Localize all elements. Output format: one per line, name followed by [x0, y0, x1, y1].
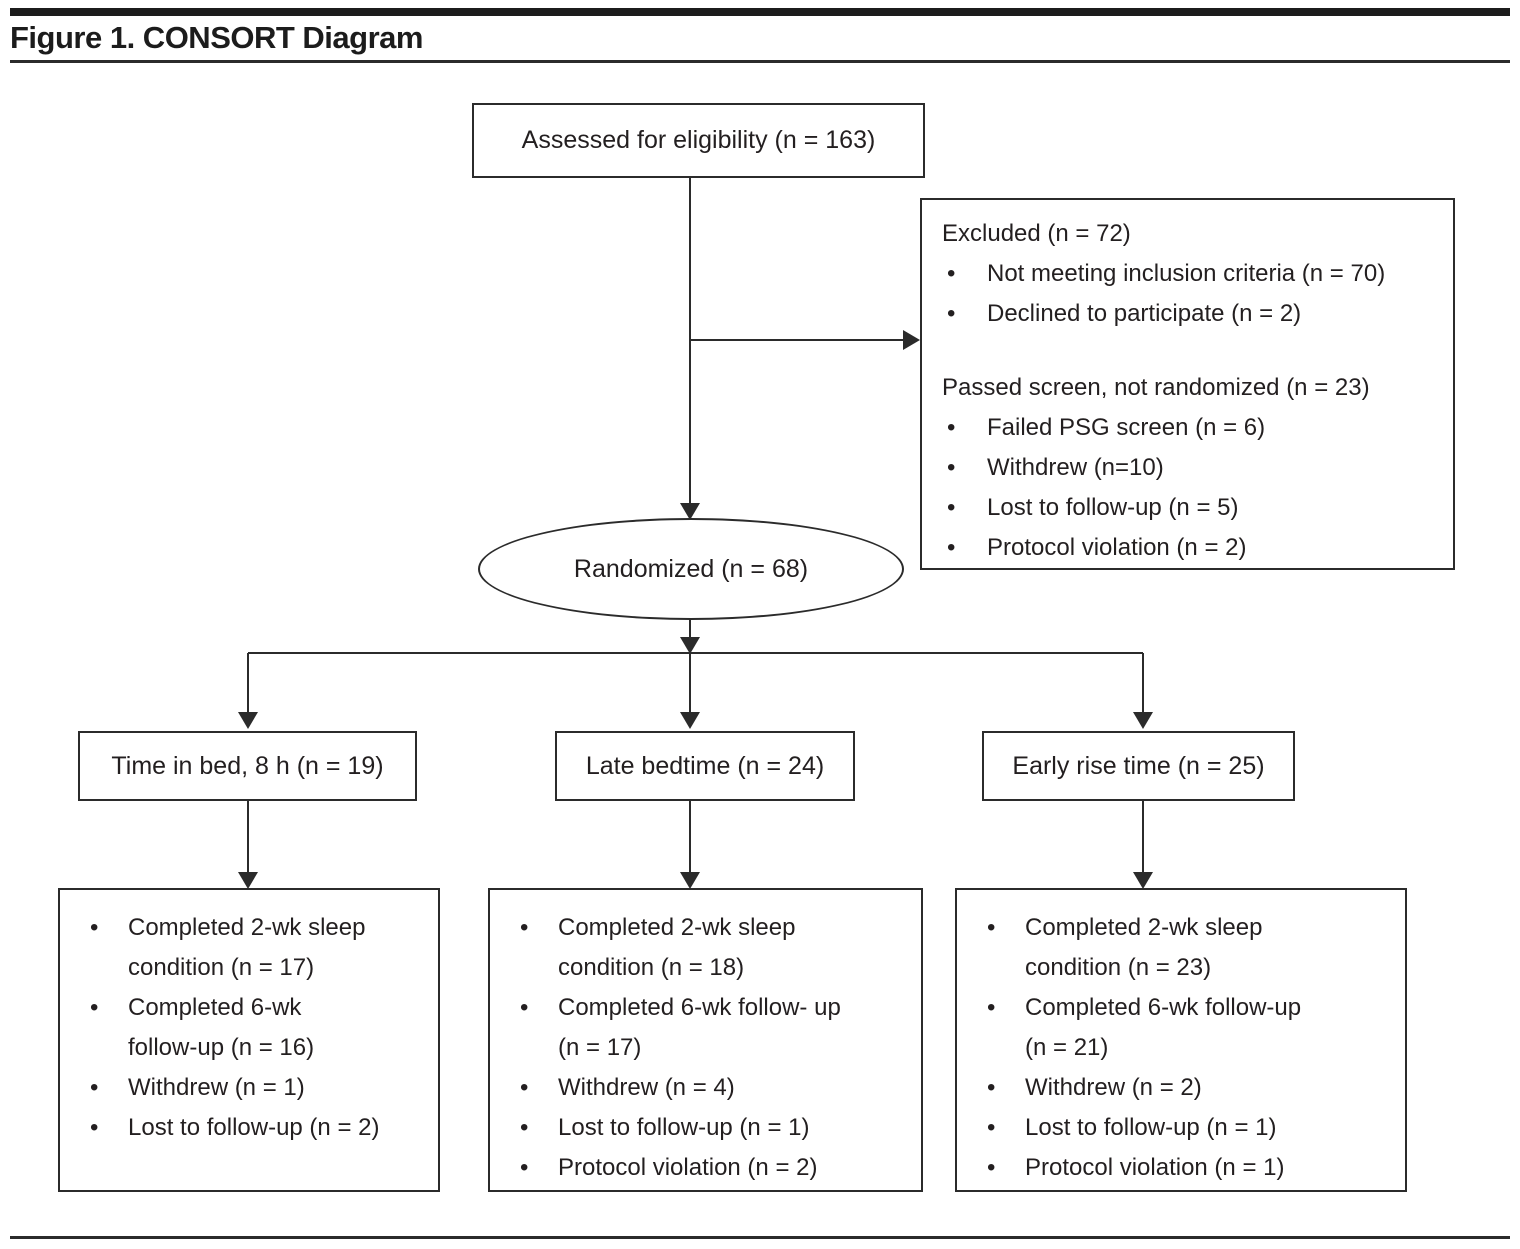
excluded-item: • Declined to participate (n = 2) [942, 294, 1443, 334]
arrowhead-arm-mid [680, 712, 700, 729]
excluded-subitem-text: Failed PSG screen (n = 6) [987, 414, 1266, 441]
bullet-icon: • [947, 454, 956, 481]
excluded-item-text: Not meeting inclusion criteria (n = 70) [987, 260, 1386, 287]
outcome-text: Protocol violation (n = 1) [1025, 1154, 1285, 1181]
bullet-icon: • [90, 994, 99, 1021]
excluded-box: Excluded (n = 72) • Not meeting inclusio… [920, 198, 1455, 570]
outcomes-box-late-bedtime: • Completed 2-wk sleep condition (n = 18… [488, 888, 923, 1192]
excluded-subitem: • Lost to follow-up (n = 5) [942, 488, 1443, 528]
arrowhead-bottom-mid [680, 872, 700, 889]
excluded-subitem-text: Withdrew (n=10) [987, 454, 1164, 481]
outcome-text: Withdrew (n = 2) [1025, 1074, 1202, 1101]
excluded-subitem: • Failed PSG screen (n = 6) [942, 408, 1443, 448]
excluded-subitem-text: Lost to follow-up (n = 5) [987, 494, 1239, 521]
arm-label: Early rise time (n = 25) [1012, 751, 1265, 780]
bullet-icon: • [947, 300, 956, 327]
outcome-text: Lost to follow-up (n = 1) [1025, 1114, 1277, 1141]
bullet-icon: • [947, 494, 956, 521]
bullet-icon: • [947, 260, 956, 287]
outcome-item: • Completed 6-wk follow-up (n = 16) [90, 988, 428, 1068]
arrowhead-into-excluded [903, 330, 920, 350]
outcome-item: • Withdrew (n = 1) [90, 1068, 428, 1108]
outcome-item: • Completed 2-wk sleep condition (n = 17… [90, 908, 428, 988]
outcome-item: • Completed 2-wk sleep condition (n = 23… [987, 908, 1395, 988]
outcome-text: Protocol violation (n = 2) [558, 1154, 818, 1181]
top-thick-rule [10, 8, 1510, 16]
arm-box-early-rise-time: Early rise time (n = 25) [982, 731, 1295, 801]
bullet-icon: • [987, 994, 996, 1021]
title-underline-rule [10, 60, 1510, 63]
outcome-text: Completed 2-wk sleep condition (n = 17) [128, 914, 366, 981]
bullet-icon: • [520, 994, 529, 1021]
outcome-text: Completed 6-wk follow-up (n = 21) [1025, 994, 1302, 1061]
bullet-icon: • [520, 914, 529, 941]
arrowhead-bottom-right [1133, 872, 1153, 889]
outcome-text: Withdrew (n = 4) [558, 1074, 735, 1101]
outcome-item: • Completed 6-wk follow- up (n = 17) [520, 988, 911, 1068]
outcome-item: • Protocol violation (n = 2) [520, 1148, 911, 1188]
bullet-icon: • [987, 1114, 996, 1141]
outcomes-box-early-rise-time: • Completed 2-wk sleep condition (n = 23… [955, 888, 1407, 1192]
bottom-rule [10, 1236, 1510, 1239]
bullet-icon: • [520, 1114, 529, 1141]
excluded-subheading: Passed screen, not randomized (n = 23) [942, 374, 1370, 401]
bullet-icon: • [987, 1154, 996, 1181]
randomized-label: Randomized (n = 68) [573, 554, 809, 583]
excluded-subitem: • Withdrew (n=10) [942, 448, 1443, 488]
arrowhead-into-randomized [680, 503, 700, 520]
outcome-text: Completed 2-wk sleep condition (n = 23) [1025, 914, 1263, 981]
arm-box-time-in-bed: Time in bed, 8 h (n = 19) [78, 731, 417, 801]
arm-label: Late bedtime (n = 24) [585, 751, 825, 780]
bullet-icon: • [90, 914, 99, 941]
assessed-box: Assessed for eligibility (n = 163) [472, 103, 925, 178]
outcome-item: • Protocol violation (n = 1) [987, 1148, 1395, 1188]
outcome-text: Completed 6-wk follow-up (n = 16) [128, 994, 315, 1061]
excluded-subitem-text: Protocol violation (n = 2) [987, 534, 1247, 561]
excluded-heading: Excluded (n = 72) [942, 220, 1131, 247]
arm-label: Time in bed, 8 h (n = 19) [111, 751, 384, 780]
outcomes-box-time-in-bed: • Completed 2-wk sleep condition (n = 17… [58, 888, 440, 1192]
outcome-text: Withdrew (n = 1) [128, 1074, 305, 1101]
figure-title: Figure 1. CONSORT Diagram [10, 20, 423, 55]
arm-box-late-bedtime: Late bedtime (n = 24) [555, 731, 855, 801]
arrowhead-at-junction [680, 637, 700, 654]
bullet-icon: • [947, 414, 956, 441]
outcome-item: • Lost to follow-up (n = 1) [987, 1108, 1395, 1148]
arrowhead-bottom-left [238, 872, 258, 889]
excluded-item: • Not meeting inclusion criteria (n = 70… [942, 254, 1443, 294]
outcome-item: • Completed 6-wk follow-up (n = 21) [987, 988, 1395, 1068]
outcome-item: • Withdrew (n = 4) [520, 1068, 911, 1108]
outcome-item: • Withdrew (n = 2) [987, 1068, 1395, 1108]
bullet-icon: • [520, 1074, 529, 1101]
assessed-label: Assessed for eligibility (n = 163) [521, 126, 876, 154]
bullet-icon: • [947, 534, 956, 561]
outcome-text: Completed 6-wk follow- up (n = 17) [558, 994, 841, 1061]
outcome-text: Completed 2-wk sleep condition (n = 18) [558, 914, 796, 981]
arrowhead-arm-right [1133, 712, 1153, 729]
outcome-item: • Completed 2-wk sleep condition (n = 18… [520, 908, 911, 988]
outcome-item: • Lost to follow-up (n = 2) [90, 1108, 428, 1148]
excluded-item-text: Declined to participate (n = 2) [987, 300, 1302, 327]
bullet-icon: • [520, 1154, 529, 1181]
outcome-text: Lost to follow-up (n = 1) [558, 1114, 810, 1141]
arrowhead-arm-left [238, 712, 258, 729]
bullet-icon: • [90, 1074, 99, 1101]
bullet-icon: • [987, 1074, 996, 1101]
outcome-text: Lost to follow-up (n = 2) [128, 1114, 380, 1141]
bullet-icon: • [90, 1114, 99, 1141]
bullet-icon: • [987, 914, 996, 941]
randomized-ellipse: Randomized (n = 68) [478, 518, 904, 620]
outcome-item: • Lost to follow-up (n = 1) [520, 1108, 911, 1148]
excluded-subitem: • Protocol violation (n = 2) [942, 528, 1443, 568]
spacer [942, 334, 1443, 368]
